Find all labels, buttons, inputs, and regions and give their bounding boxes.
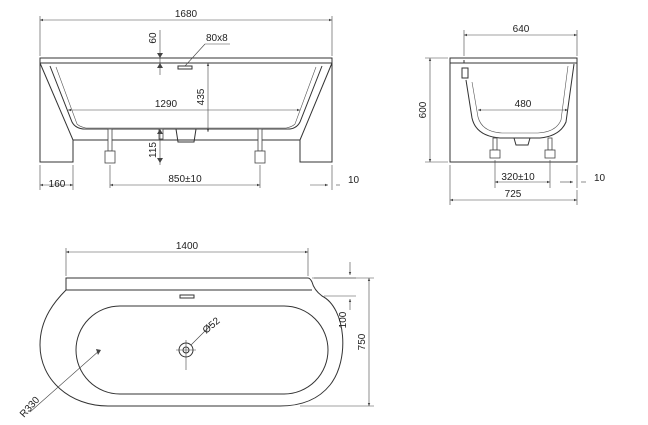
side-width-label: 640 — [513, 24, 530, 35]
front-width-label: 1680 — [175, 9, 198, 20]
front-view-inner-basin — [49, 65, 323, 130]
side-view-back — [461, 60, 469, 79]
side-inner-width-label: 480 — [515, 99, 532, 110]
front-base-offset-label: 160 — [49, 179, 66, 190]
top-rear-step-label: 100 — [338, 311, 349, 328]
top-width-label: 1400 — [176, 241, 199, 252]
front-inner-width-label: 1290 — [155, 99, 178, 110]
side-view-foot-left — [492, 137, 498, 151]
front-view-overflow — [177, 65, 193, 70]
top-radius-label: R330 — [18, 395, 42, 420]
front-view-foot-right — [257, 128, 263, 152]
front-view: 1680 60 80x8 1290 435 115 850±10 160 — [39, 9, 360, 190]
front-view-drain — [175, 128, 197, 143]
side-adjust-label: 10 — [594, 173, 606, 184]
top-depth-label: 750 — [357, 333, 368, 350]
front-view-right-shell — [299, 62, 333, 141]
top-view-inner-basin — [75, 305, 329, 395]
side-base-width-label: 725 — [505, 189, 522, 200]
top-view: 1400 100 750 Ø52 R330 — [18, 241, 374, 420]
front-view-foot-left — [107, 128, 113, 152]
side-height-label: 600 — [418, 101, 429, 118]
front-depth-label: 435 — [196, 88, 207, 105]
front-rim-label: 60 — [148, 32, 159, 44]
side-view-inner-basin-2 — [471, 65, 569, 134]
side-view-foot-right — [547, 137, 553, 151]
top-drain-diameter-label: Ø52 — [201, 315, 223, 336]
side-view-outline — [449, 57, 578, 163]
side-view-inner-basin — [465, 63, 575, 139]
front-view-inner-basin-2 — [55, 66, 317, 129]
front-view-foot-right-base — [254, 150, 266, 164]
front-foot-spacing-label: 850±10 — [168, 174, 202, 185]
front-overflow-label: 80x8 — [206, 33, 228, 44]
front-foot-height-label: 115 — [148, 142, 159, 158]
front-view-foot-left-base — [104, 150, 116, 164]
front-adjust-label: 10 — [348, 175, 360, 186]
front-view-left-shell — [39, 62, 74, 141]
top-view-outline — [39, 277, 344, 407]
top-view-overflow — [179, 294, 195, 299]
side-view: 640 480 600 320±10 10 725 — [418, 24, 606, 205]
side-foot-spacing-label: 320±10 — [501, 172, 535, 183]
